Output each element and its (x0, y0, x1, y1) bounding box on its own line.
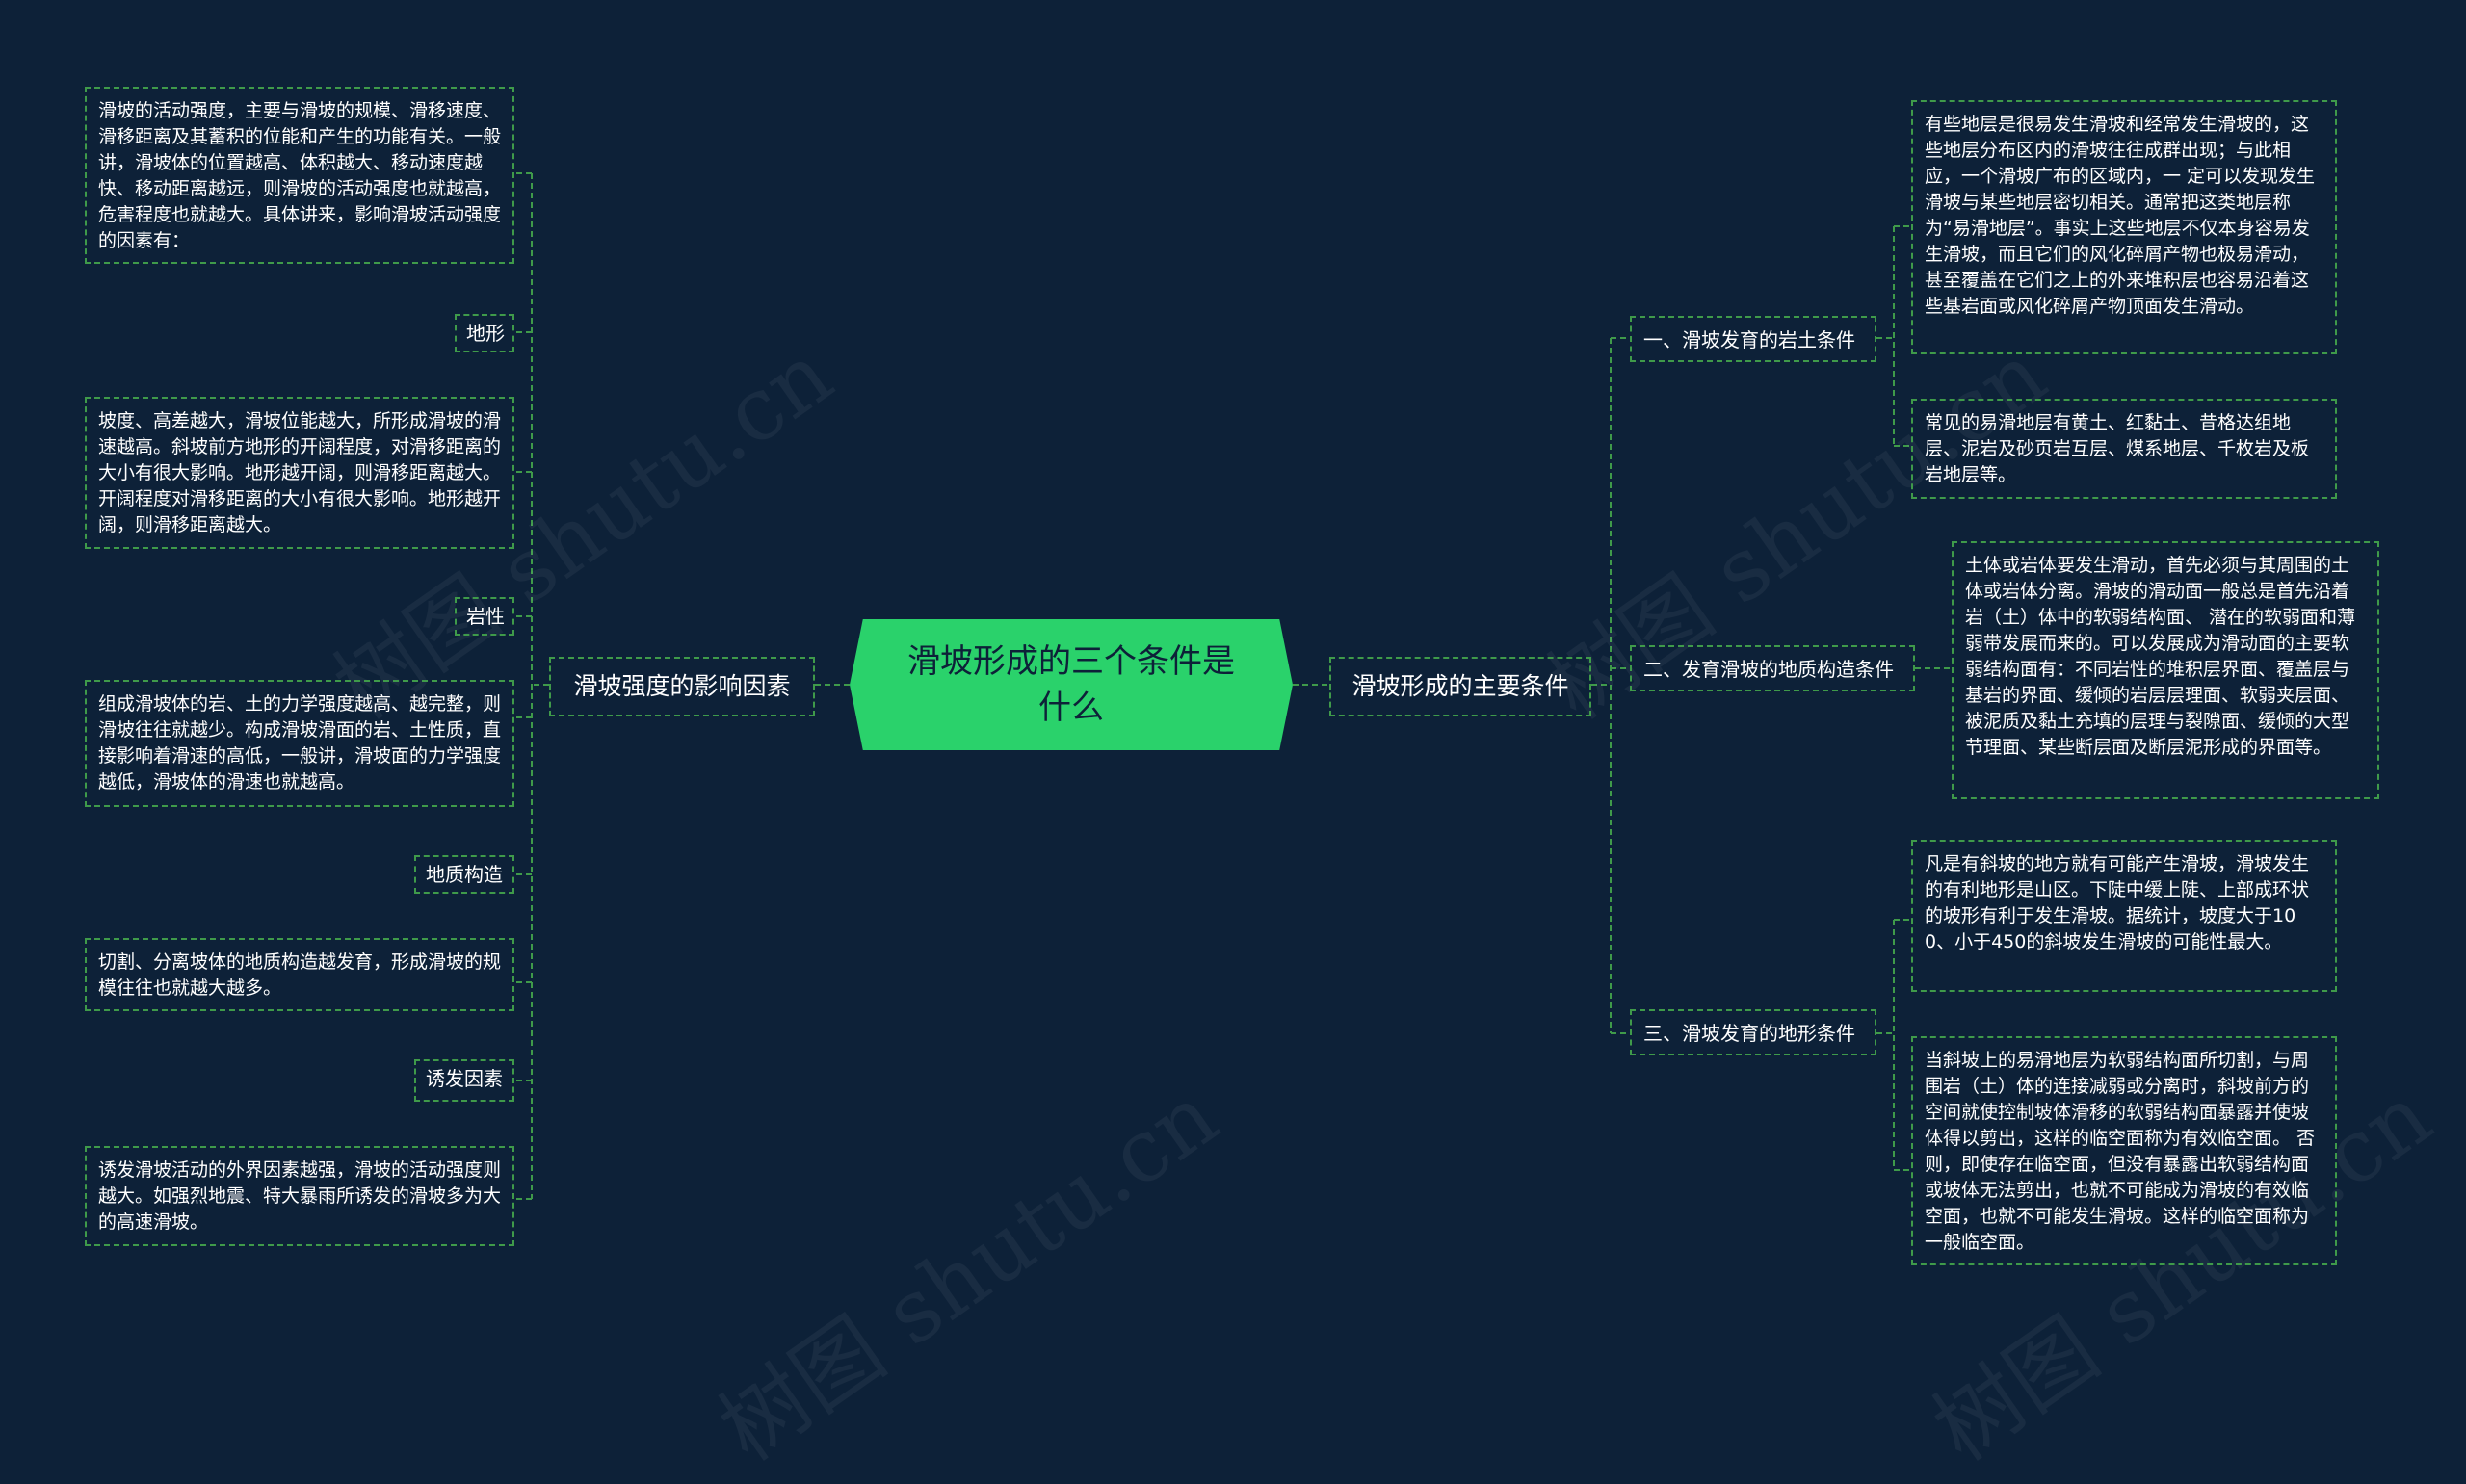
leaf-terrain-conditions-1[interactable]: 凡是有斜坡的地方就有可能产生滑坡，滑坡发生的有利地形是山区。下陡中缓上陡、上部成… (1911, 840, 2337, 992)
branch-right[interactable]: 滑坡形成的主要条件 (1329, 657, 1591, 716)
leaf-geologic-structure-conditions[interactable]: 土体或岩体要发生滑动，首先必须与其周围的土体或岩体分离。滑坡的滑动面一般总是首先… (1952, 541, 2379, 799)
tag-trigger-factors[interactable]: 诱发因素 (414, 1059, 514, 1102)
watermark: 树图 shutu.cn (702, 1065, 1236, 1481)
leaf-rock-soil-2[interactable]: 常见的易滑地层有黄土、红黏土、昔格达组地层、泥岩及砂页岩互层、煤系地层、千枚岩及… (1911, 399, 2337, 499)
sub-terrain-conditions[interactable]: 三、滑坡发育的地形条件 (1630, 1009, 1876, 1055)
leaf-terrain-conditions-2[interactable]: 当斜坡上的易滑地层为软弱结构面所切割，与周围岩（土）体的连接减弱或分离时，斜坡前… (1911, 1036, 2337, 1265)
root-title: 滑坡形成的三个条件是什么 (907, 642, 1235, 727)
leaf-left-intro[interactable]: 滑坡的活动强度，主要与滑坡的规模、滑移速度、滑移距离及其蓄积的位能和产生的功能有… (85, 87, 514, 264)
tag-terrain[interactable]: 地形 (455, 314, 514, 352)
tag-geologic-structure[interactable]: 地质构造 (414, 855, 514, 894)
leaf-trigger-factors[interactable]: 诱发滑坡活动的外界因素越强，滑坡的活动强度则越大。如强烈地震、特大暴雨所诱发的滑… (85, 1146, 514, 1246)
root-node[interactable]: 滑坡形成的三个条件是什么 (850, 619, 1293, 750)
sub-rock-soil-conditions[interactable]: 一、滑坡发育的岩土条件 (1630, 316, 1876, 362)
tag-lithology[interactable]: 岩性 (455, 597, 514, 636)
branch-left-label: 滑坡强度的影响因素 (573, 672, 791, 700)
branch-left[interactable]: 滑坡强度的影响因素 (549, 657, 815, 716)
leaf-lithology[interactable]: 组成滑坡体的岩、土的力学强度越高、越完整，则滑坡往往就越少。构成滑坡滑面的岩、土… (85, 680, 514, 807)
leaf-rock-soil-1[interactable]: 有些地层是很易发生滑坡和经常发生滑坡的，这些地层分布区内的滑坡往往成群出现；与此… (1911, 100, 2337, 354)
leaf-geologic-structure[interactable]: 切割、分离坡体的地质构造越发育，形成滑坡的规模往往也就越大越多。 (85, 938, 514, 1011)
leaf-terrain[interactable]: 坡度、高差越大，滑坡位能越大，所形成滑坡的滑速越高。斜坡前方地形的开阔程度，对滑… (85, 397, 514, 549)
sub-geologic-structure-conditions[interactable]: 二、发育滑坡的地质构造条件 (1630, 645, 1915, 691)
mindmap-canvas: 树图 shutu.cn 树图 shutu.cn 树图 shutu.cn 树图 s… (85, 87, 2449, 1481)
branch-right-label: 滑坡形成的主要条件 (1351, 672, 1569, 700)
